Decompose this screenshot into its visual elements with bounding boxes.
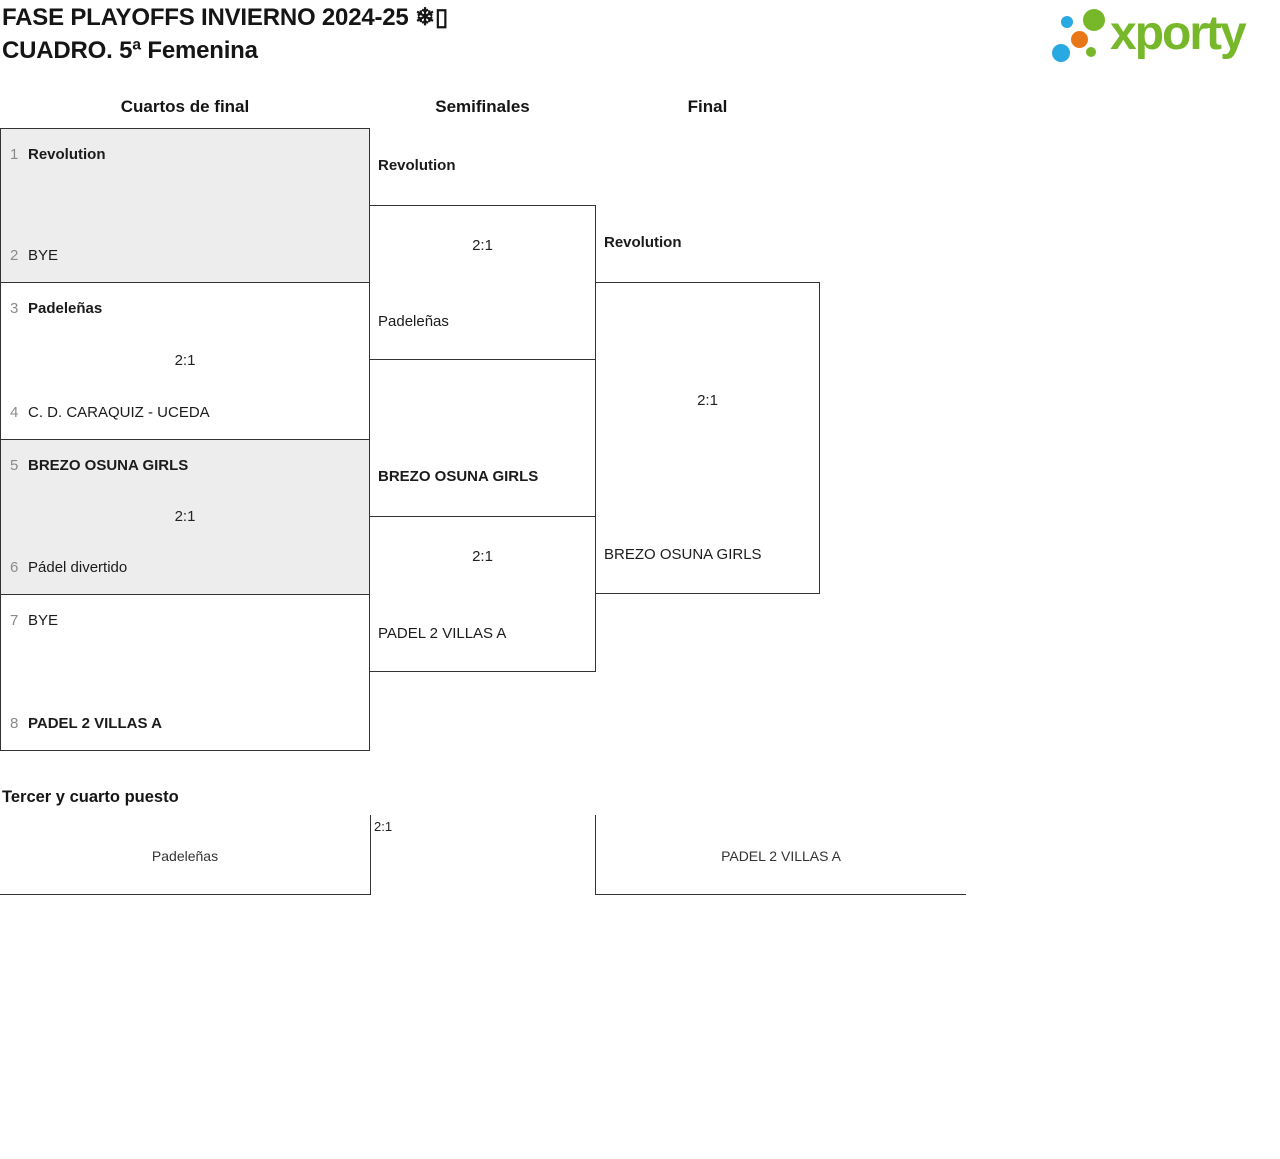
final-score: 2:1	[697, 392, 718, 409]
sf1-score: 2:1	[472, 237, 493, 254]
qf3-team1: 5 BREZO OSUNA GIRLS	[10, 456, 188, 476]
qf4-team2: 8 PADEL 2 VILLAS A	[10, 714, 162, 734]
page-title-line2: CUADRO. 5ª Femenina	[2, 37, 258, 64]
sf1-top-team: Revolution	[378, 157, 456, 174]
qf2-team2: 4 C. D. CARAQUIZ - UCEDA	[10, 403, 210, 423]
quarterfinal-match-1[interactable]: 1 Revolution 2 BYE	[0, 128, 370, 283]
logo-wordmark: xporty	[1110, 7, 1247, 60]
final-bottom-team: BREZO OSUNA GIRLS	[604, 546, 762, 563]
quarterfinal-match-4[interactable]: 7 BYE 8 PADEL 2 VILLAS A	[0, 594, 370, 751]
third-place-right-team: PADEL 2 VILLAS A	[721, 848, 841, 864]
third-place-heading: Tercer y cuarto puesto	[2, 788, 179, 806]
logo-dot-blue-small-icon	[1061, 16, 1073, 28]
quarterfinal-match-3[interactable]: 5 BREZO OSUNA GIRLS 2:1 6 Pádel divertido	[0, 439, 370, 595]
qf3-team1-name: BREZO OSUNA GIRLS	[28, 457, 189, 474]
qf2-team1: 3 Padeleñas	[10, 299, 102, 319]
qf4-team2-seed: 8	[10, 715, 19, 732]
round-header-final: Final	[687, 97, 728, 116]
round-header-quarterfinals: Cuartos de final	[120, 97, 250, 116]
qf3-team2-seed: 6	[10, 559, 19, 576]
quarterfinal-match-2[interactable]: 3 Padeleñas 2:1 4 C. D. CARAQUIZ - UCEDA	[0, 282, 370, 440]
qf3-score: 2:1	[174, 508, 196, 525]
qf2-score: 2:1	[174, 352, 196, 369]
qf2-team1-name: Padeleñas	[28, 300, 103, 317]
qf1-team1-name: Revolution	[28, 146, 106, 163]
qf2-team1-seed: 3	[10, 300, 19, 317]
qf1-team2-name: BYE	[28, 247, 59, 264]
qf1-team2: 2 BYE	[10, 246, 58, 266]
qf3-team2: 6 Pádel divertido	[10, 558, 127, 578]
qf2-team2-seed: 4	[10, 404, 19, 421]
final-top-team: Revolution	[604, 234, 682, 251]
qf4-team1: 7 BYE	[10, 611, 58, 631]
semifinal-match-2[interactable]	[369, 516, 596, 672]
qf1-team1-seed: 1	[10, 146, 19, 163]
sf2-bottom-team: PADEL 2 VILLAS A	[378, 625, 507, 642]
page-title-line1: FASE PLAYOFFS INVIERNO 2024-25 ❄▯	[2, 4, 448, 31]
qf2-team2-name: C. D. CARAQUIZ - UCEDA	[28, 404, 210, 421]
qf4-team1-name: BYE	[28, 612, 59, 629]
qf3-team2-name: Pádel divertido	[28, 559, 128, 576]
xporty-logo[interactable]: xporty	[1050, 0, 1278, 70]
qf1-team2-seed: 2	[10, 247, 19, 264]
third-place-left-team: Padeleñas	[151, 848, 219, 864]
sf1-bottom-team: Padeleñas	[378, 313, 449, 330]
semifinal-match-1[interactable]	[369, 205, 596, 360]
qf3-team1-seed: 5	[10, 457, 19, 474]
final-match[interactable]	[595, 282, 820, 594]
logo-dot-green-small-icon	[1086, 47, 1096, 57]
qf4-team2-name: PADEL 2 VILLAS A	[28, 715, 162, 732]
logo-dot-blue-large-icon	[1052, 44, 1070, 62]
sf2-score: 2:1	[472, 548, 493, 565]
logo-dot-orange-icon	[1071, 31, 1088, 48]
third-place-score: 2:1	[374, 819, 393, 834]
qf4-team1-seed: 7	[10, 612, 19, 629]
logo-dot-green-large-icon	[1083, 9, 1105, 31]
round-header-semifinals: Semifinales	[435, 97, 530, 116]
third-place-right-slot[interactable]: PADEL 2 VILLAS A	[595, 815, 966, 895]
third-place-left-slot[interactable]: Padeleñas	[0, 815, 371, 895]
qf1-team1: 1 Revolution	[10, 145, 106, 165]
sf2-top-team: BREZO OSUNA GIRLS	[378, 468, 539, 485]
page-title: FASE PLAYOFFS INVIERNO 2024-25 ❄▯ CUADRO…	[2, 1, 448, 67]
